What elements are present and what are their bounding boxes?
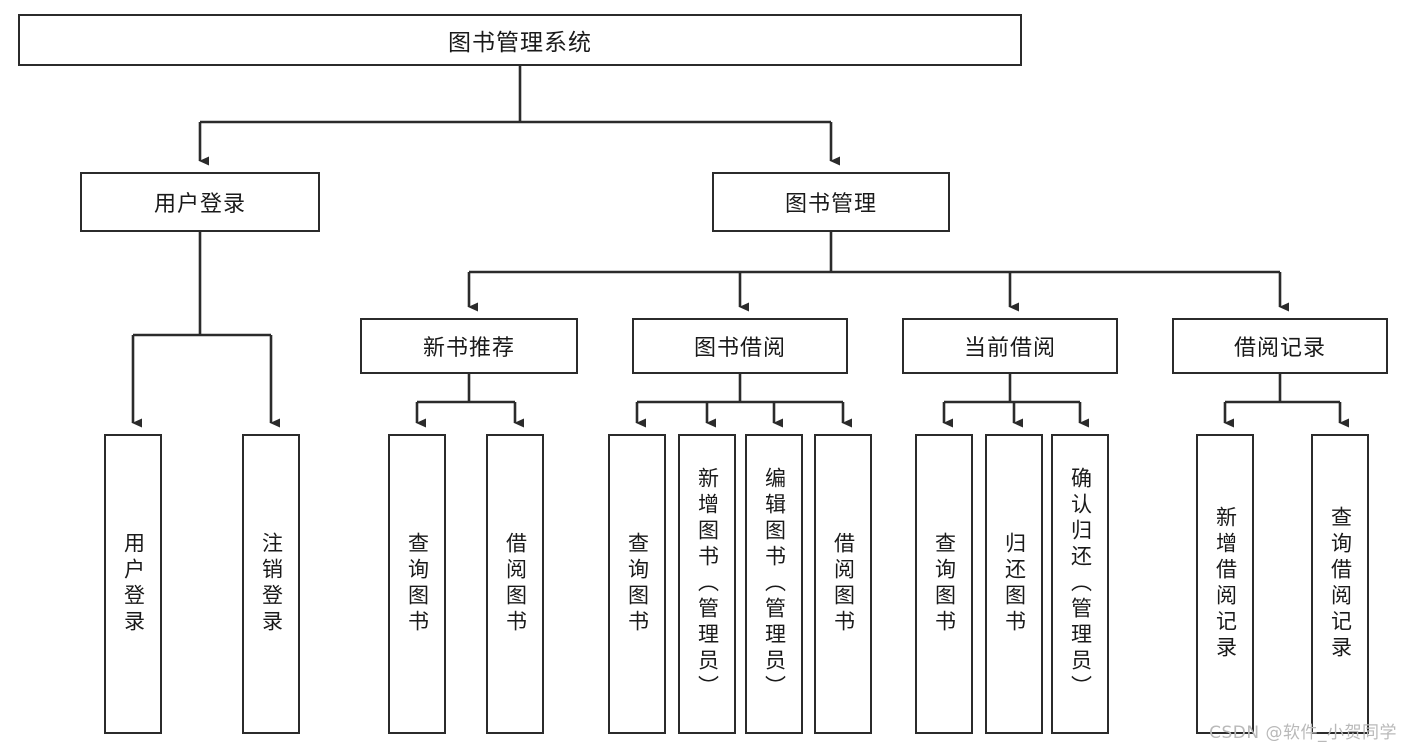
node-label: 编辑图书（管理员） (762, 467, 787, 701)
node-label: 图书管理系统 (448, 30, 592, 56)
node-label: 图书借阅 (693, 336, 786, 361)
leaf-node-leaf-user-login[interactable]: 用户登录 (104, 434, 162, 734)
leaf-node-leaf-confirm-return-admin[interactable]: 确认归还（管理员） (1051, 434, 1109, 734)
node-label: 查询图书 (405, 532, 430, 636)
leaf-node-leaf-edit-book-admin[interactable]: 编辑图书（管理员） (745, 434, 803, 734)
level1-node-book-management[interactable]: 图书管理 (712, 172, 950, 232)
leaf-node-leaf-logout[interactable]: 注销登录 (242, 434, 300, 734)
leaf-node-leaf-query-book-borrow[interactable]: 查询图书 (608, 434, 666, 734)
node-label: 注销登录 (259, 532, 284, 636)
level2-node-new-book-recommend[interactable]: 新书推荐 (360, 318, 578, 374)
node-label: 借阅记录 (1233, 336, 1326, 361)
node-label: 查询图书 (932, 532, 957, 636)
watermark-text: CSDN @软件_小贺同学 (1209, 723, 1397, 743)
node-label: 用户登录 (121, 532, 146, 636)
node-label: 借阅图书 (503, 532, 528, 636)
leaf-node-leaf-borrow-book-recommend[interactable]: 借阅图书 (486, 434, 544, 734)
level2-node-book-borrow[interactable]: 图书借阅 (632, 318, 848, 374)
leaf-node-leaf-query-book-current[interactable]: 查询图书 (915, 434, 973, 734)
level2-node-borrow-record[interactable]: 借阅记录 (1172, 318, 1388, 374)
leaf-node-leaf-query-borrow-record[interactable]: 查询借阅记录 (1311, 434, 1369, 734)
node-label: 查询图书 (625, 532, 650, 636)
level2-node-current-borrow[interactable]: 当前借阅 (902, 318, 1118, 374)
node-label: 图书管理 (784, 192, 877, 217)
node-label: 归还图书 (1002, 532, 1027, 636)
node-label: 新增图书（管理员） (695, 467, 720, 701)
node-label: 当前借阅 (963, 336, 1056, 361)
root-node-root[interactable]: 图书管理系统 (18, 14, 1022, 66)
leaf-node-leaf-return-book[interactable]: 归还图书 (985, 434, 1043, 734)
node-label: 新书推荐 (422, 336, 515, 361)
leaf-node-leaf-add-book-admin[interactable]: 新增图书（管理员） (678, 434, 736, 734)
node-label: 查询借阅记录 (1328, 506, 1353, 662)
node-label: 确认归还（管理员） (1068, 467, 1093, 701)
leaf-node-leaf-add-borrow-record[interactable]: 新增借阅记录 (1196, 434, 1254, 734)
level1-node-user-login[interactable]: 用户登录 (80, 172, 320, 232)
node-label: 用户登录 (153, 192, 246, 217)
node-label: 新增借阅记录 (1213, 506, 1238, 662)
leaf-node-leaf-query-book-recommend[interactable]: 查询图书 (388, 434, 446, 734)
node-label: 借阅图书 (831, 532, 856, 636)
leaf-node-leaf-borrow-book[interactable]: 借阅图书 (814, 434, 872, 734)
